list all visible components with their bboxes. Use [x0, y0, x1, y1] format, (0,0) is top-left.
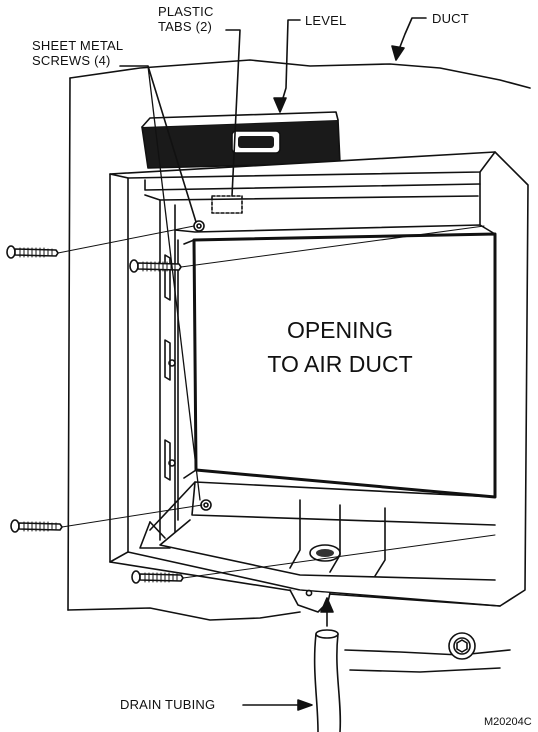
drain-tube-left	[313, 633, 319, 732]
drain-tubing-label: DRAIN TUBING	[120, 697, 216, 712]
bottom-tab	[289, 589, 331, 613]
drain-tube-right	[336, 633, 342, 732]
duct-label: DUCT	[432, 11, 469, 26]
opening-text: OPENING TO AIR DUCT	[220, 316, 460, 378]
duct-bottom-right	[344, 649, 511, 656]
level-label: LEVEL	[305, 13, 347, 28]
opening-line-2: TO AIR DUCT	[267, 351, 413, 377]
plastic-tab-outline	[211, 195, 243, 214]
duct-bottom-right-2	[349, 667, 501, 673]
level-bubble	[238, 136, 274, 148]
figure-code: M20204C	[484, 716, 532, 728]
screw-2	[129, 259, 182, 273]
sheet-metal-screws-label: SHEET METAL SCREWS (4)	[32, 38, 124, 68]
plastic-tabs-label: PLASTIC TABS (2)	[158, 4, 214, 34]
screw-4	[131, 570, 184, 584]
duct-left-edge	[67, 77, 71, 611]
screw-3	[10, 519, 63, 533]
opening-inner-border	[183, 239, 197, 479]
leader-duct	[397, 17, 427, 53]
duct-bottom-edge	[67, 607, 301, 621]
drain-tube-end	[315, 629, 339, 639]
opening-line-1: OPENING	[286, 317, 394, 343]
screw-1	[6, 245, 59, 259]
leader-plastic-tabs	[225, 29, 241, 197]
corner-bolt	[448, 632, 476, 660]
level-top-face	[141, 111, 339, 128]
duct-outline	[69, 59, 531, 89]
